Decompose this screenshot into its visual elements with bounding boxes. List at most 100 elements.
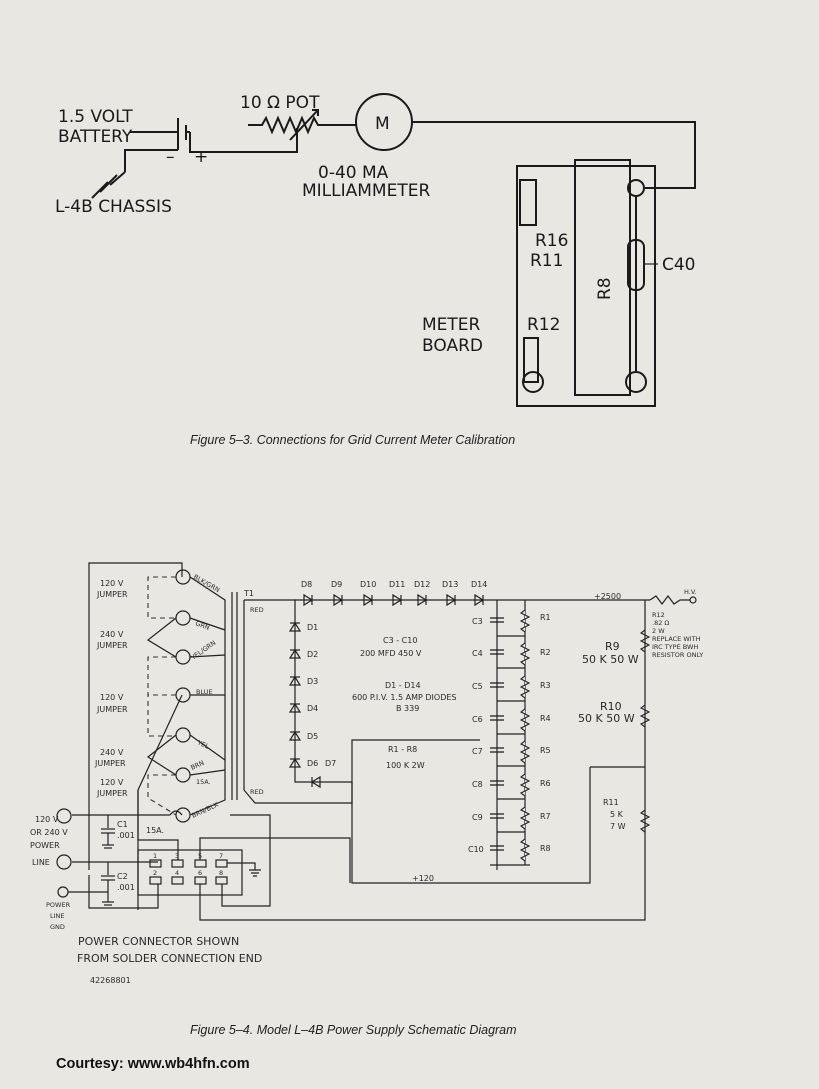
diode-label: D1 [307, 623, 318, 632]
meter-label-1: 0-40 MA [318, 163, 389, 183]
pot-label: 10 Ω POT [240, 93, 320, 113]
r12-label: .82 Ω [652, 619, 669, 627]
wire-color-label: YEL/GRN [189, 639, 218, 662]
chassis-label: L-4B CHASSIS [55, 197, 172, 217]
capacitor-label: C5 [472, 682, 483, 691]
left-frame-wire [88, 562, 183, 870]
wire-color-label: BRN/BLK [190, 800, 220, 820]
meter-board-label-2: BOARD [422, 336, 483, 356]
filter-ladder [490, 600, 530, 866]
courtesy-footer: Courtesy: www.wb4hfn.com [56, 1056, 250, 1072]
gnd-label: LINE [50, 912, 65, 920]
battery-plus: + [194, 147, 208, 167]
note: B 339 [396, 704, 419, 713]
meter-symbol-label: M [375, 114, 390, 134]
diode-label: D11 [389, 580, 405, 589]
note: 600 P.I.V. 1.5 AMP DIODES [352, 693, 456, 702]
power-connector [137, 849, 243, 896]
jumper-label: 120 V [100, 778, 124, 787]
resistor-label: R8 [540, 844, 551, 853]
connector-note: FROM SOLDER CONNECTION END [77, 952, 262, 965]
diode-label: D2 [307, 650, 318, 659]
r9-label: R9 [605, 640, 620, 653]
ground-terminal [57, 886, 69, 898]
note: 200 MFD 450 V [360, 649, 422, 658]
figure-5-4: T1 120 V JUMPER 240 V JUMPER 120 V JUMPE… [30, 562, 703, 1037]
r16-label: R16 [535, 231, 568, 251]
fuse [169, 810, 183, 816]
r12-label: IRC TYPE BWH [652, 643, 698, 651]
r10-value: 50 K 50 W [578, 712, 635, 725]
line-terminal-2 [56, 854, 72, 870]
jumper-label: 240 V [100, 630, 124, 639]
battery-minus: – [166, 147, 175, 167]
figure-5-3-caption: Figure 5–3. Connections for Grid Current… [190, 433, 515, 447]
diode-label: D10 [360, 580, 376, 589]
capacitor-label: C9 [472, 813, 483, 822]
t1-label: T1 [243, 589, 254, 598]
diode-label: D9 [331, 580, 342, 589]
resistor-label: R3 [540, 681, 551, 690]
c1-value: .001 [117, 831, 135, 840]
r12-label: 2 W [652, 627, 665, 635]
pin-label: 1 [153, 852, 157, 860]
capacitor-label: C4 [472, 649, 483, 658]
gnd-label: POWER [46, 901, 71, 909]
pot-resistor [248, 115, 356, 135]
capacitor-label: C7 [472, 747, 483, 756]
c2-value: .001 [117, 883, 135, 892]
battery-symbol [91, 118, 190, 199]
r11-label: R11 [603, 798, 619, 807]
r11-value: 7 W [610, 822, 626, 831]
note: D1 - D14 [385, 681, 421, 690]
c2-label: C2 [117, 872, 128, 881]
primary-winding [189, 576, 226, 816]
transformer-terminals [175, 569, 191, 823]
resistor-label: R1 [540, 613, 551, 622]
jumper-label: JUMPER [96, 641, 128, 650]
r8-label: R8 [595, 277, 615, 300]
jumper-label: 120 V [100, 693, 124, 702]
r11-label: R11 [530, 251, 563, 271]
resistor-label: R6 [540, 779, 551, 788]
diode-label: D6 [307, 759, 318, 768]
jumper-label: JUMPER [94, 759, 126, 768]
r9-value: 50 K 50 W [582, 653, 639, 666]
wire-color-label: GRN [194, 619, 210, 631]
capacitor-label: C10 [468, 845, 484, 854]
c1-c2-capacitors [101, 828, 115, 906]
resistor-label: R2 [540, 648, 551, 657]
wire-color-label: RED [250, 788, 264, 796]
wire-color-label: RED [250, 606, 264, 614]
low-rail-label: +120 [412, 874, 434, 883]
diode-label: D13 [442, 580, 458, 589]
capacitor-label: C6 [472, 715, 483, 724]
pin-label: 5 [198, 852, 202, 860]
diodes-top [303, 593, 485, 607]
pin-label: 4 [175, 869, 179, 877]
jumper-label: 240 V [100, 748, 124, 757]
jumper-label: 120 V [100, 579, 124, 588]
pin-label: 2 [153, 869, 157, 877]
pin-label: 6 [198, 869, 202, 877]
diode-label: D8 [301, 580, 312, 589]
figure-5-3: 1.5 VOLT BATTERY – + L-4B CHASSIS 10 Ω P… [55, 93, 696, 447]
figure-5-4-caption: Figure 5–4. Model L–4B Power Supply Sche… [190, 1023, 517, 1037]
r12-resistor [649, 595, 690, 605]
diodes-side [288, 621, 321, 789]
part-number: 42268801 [90, 976, 131, 985]
note: R1 - R8 [388, 745, 417, 754]
diode-label: D12 [414, 580, 430, 589]
meter-label-2: MILLIAMMETER [302, 181, 430, 201]
diode-label: D3 [307, 677, 318, 686]
meter-board [516, 159, 656, 407]
r10-label: R10 [600, 700, 622, 713]
wire-color-label: BRN [189, 759, 205, 772]
pot-wiper-arrow [289, 109, 319, 141]
r12-label: R12 [652, 611, 665, 619]
r12-label: R12 [527, 315, 560, 335]
battery-label-2: BATTERY [58, 127, 133, 147]
line-label: OR 240 V [30, 828, 68, 837]
r11-value: 5 K [610, 810, 624, 819]
